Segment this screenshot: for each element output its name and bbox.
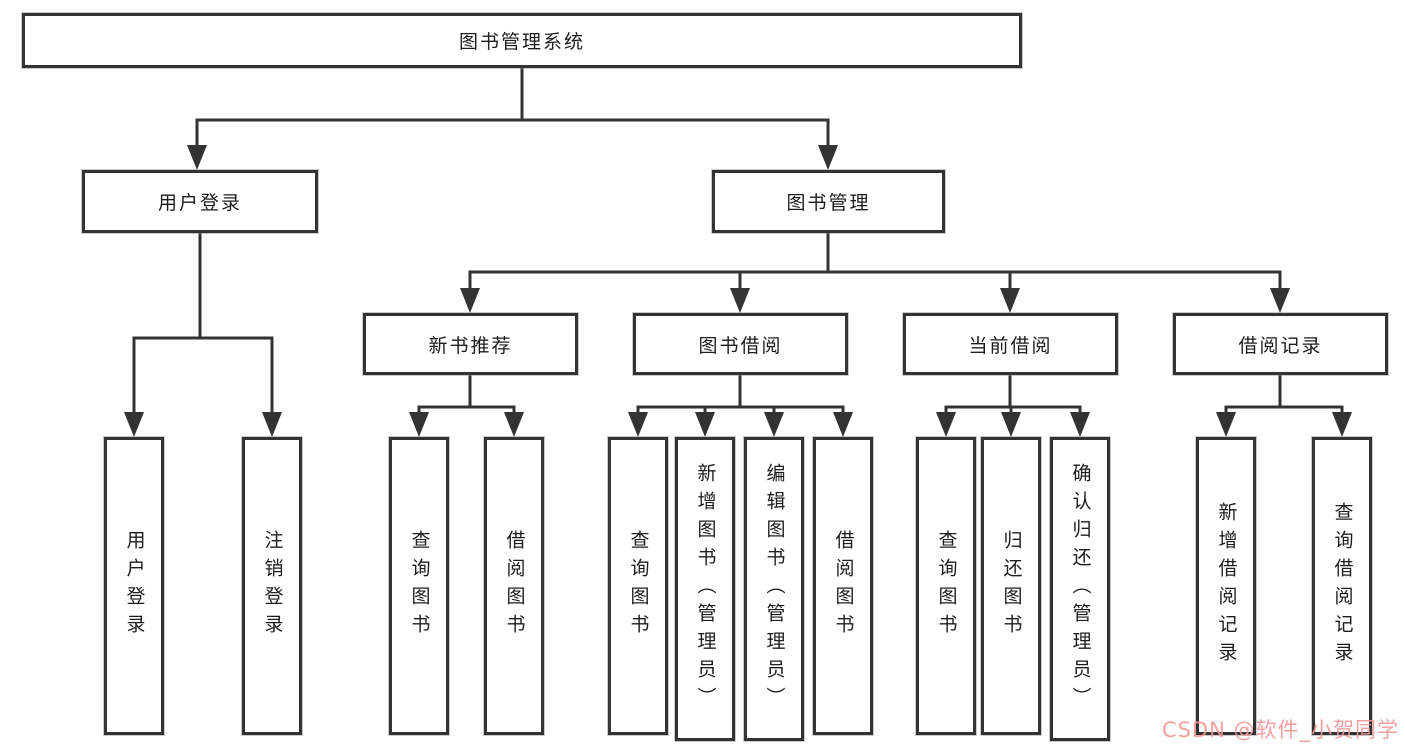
arrow-icon xyxy=(504,412,524,437)
node-new-books: 新书推荐 xyxy=(363,313,578,375)
leaf-bb-add: 新增图书（管理员） xyxy=(675,437,735,741)
node-current-borrow: 当前借阅 xyxy=(903,313,1118,375)
connector-borrow-records xyxy=(1224,373,1344,418)
leaf-br-add-label: 新增借阅记录 xyxy=(1215,502,1238,670)
arrow-icon xyxy=(818,145,838,170)
watermark-text: CSDN @软件_小贺同学 xyxy=(1161,718,1399,742)
node-root: 图书管理系统 xyxy=(22,13,1022,68)
leaf-bb-query-label: 查询图书 xyxy=(627,530,650,642)
node-book-borrow-label: 图书借阅 xyxy=(698,334,783,357)
connector-book-mgmt xyxy=(468,231,1282,294)
node-user-login-label: 用户登录 xyxy=(157,192,242,214)
leaf-nb-query-label: 查询图书 xyxy=(408,530,431,642)
leaf-bb-edit-label: 编辑图书（管理员） xyxy=(763,463,786,715)
connector-new-books xyxy=(417,373,516,418)
leaf-br-query-label: 查询借阅记录 xyxy=(1331,502,1354,670)
connector-book-borrow xyxy=(636,373,845,418)
leaf-cb-return-label: 归还图书 xyxy=(1000,530,1023,642)
arrow-icon xyxy=(936,412,956,437)
leaf-br-query: 查询借阅记录 xyxy=(1312,437,1372,735)
arrow-icon xyxy=(1332,412,1352,437)
node-root-label: 图书管理系统 xyxy=(458,31,585,53)
leaf-cb-return: 归还图书 xyxy=(981,437,1041,735)
node-book-mgmt: 图书管理 xyxy=(712,170,945,233)
arrow-icon xyxy=(409,412,429,437)
arrow-icon xyxy=(695,412,715,437)
arrow-icon xyxy=(460,288,480,313)
node-user-login: 用户登录 xyxy=(82,170,318,233)
leaf-cb-query-label: 查询图书 xyxy=(935,530,958,642)
leaf-bb-edit: 编辑图书（管理员） xyxy=(744,437,804,741)
leaf-login: 用户登录 xyxy=(104,437,164,735)
node-current-borrow-label: 当前借阅 xyxy=(968,334,1053,357)
leaf-bb-borrow-label: 借阅图书 xyxy=(832,530,855,642)
leaf-bb-query: 查询图书 xyxy=(608,437,668,735)
leaf-cb-confirm: 确认归还（管理员） xyxy=(1050,437,1110,741)
arrow-icon xyxy=(187,145,207,170)
arrow-icon xyxy=(628,412,648,437)
arrow-icon xyxy=(764,412,784,437)
node-new-books-label: 新书推荐 xyxy=(428,334,513,357)
leaf-cb-query: 查询图书 xyxy=(916,437,976,735)
leaf-br-add: 新增借阅记录 xyxy=(1196,437,1256,735)
arrow-icon xyxy=(833,412,853,437)
leaf-nb-query: 查询图书 xyxy=(389,437,449,735)
node-borrow-records-label: 借阅记录 xyxy=(1238,334,1323,357)
arrow-icon xyxy=(1270,288,1290,313)
leaf-nb-borrow: 借阅图书 xyxy=(484,437,544,735)
arrow-icon xyxy=(124,412,144,437)
leaf-bb-add-label: 新增图书（管理员） xyxy=(694,463,717,715)
node-book-borrow: 图书借阅 xyxy=(633,313,848,375)
connector-root xyxy=(195,66,830,150)
leaf-login-label: 用户登录 xyxy=(123,530,146,642)
arrow-icon xyxy=(1000,288,1020,313)
arrow-icon xyxy=(1001,412,1021,437)
node-book-mgmt-label: 图书管理 xyxy=(786,192,871,214)
leaf-nb-borrow-label: 借阅图书 xyxy=(503,530,526,642)
leaf-logout-label: 注销登录 xyxy=(261,530,284,642)
node-borrow-records: 借阅记录 xyxy=(1173,313,1388,375)
arrow-icon xyxy=(1216,412,1236,437)
arrow-icon xyxy=(730,288,750,313)
leaf-logout: 注销登录 xyxy=(242,437,302,735)
leaf-cb-confirm-label: 确认归还（管理员） xyxy=(1069,463,1092,715)
arrow-icon xyxy=(262,412,282,437)
connector-user-login xyxy=(132,231,274,418)
leaf-bb-borrow: 借阅图书 xyxy=(813,437,873,735)
arrow-icon xyxy=(1070,412,1090,437)
connector-current-borrow xyxy=(944,373,1082,418)
